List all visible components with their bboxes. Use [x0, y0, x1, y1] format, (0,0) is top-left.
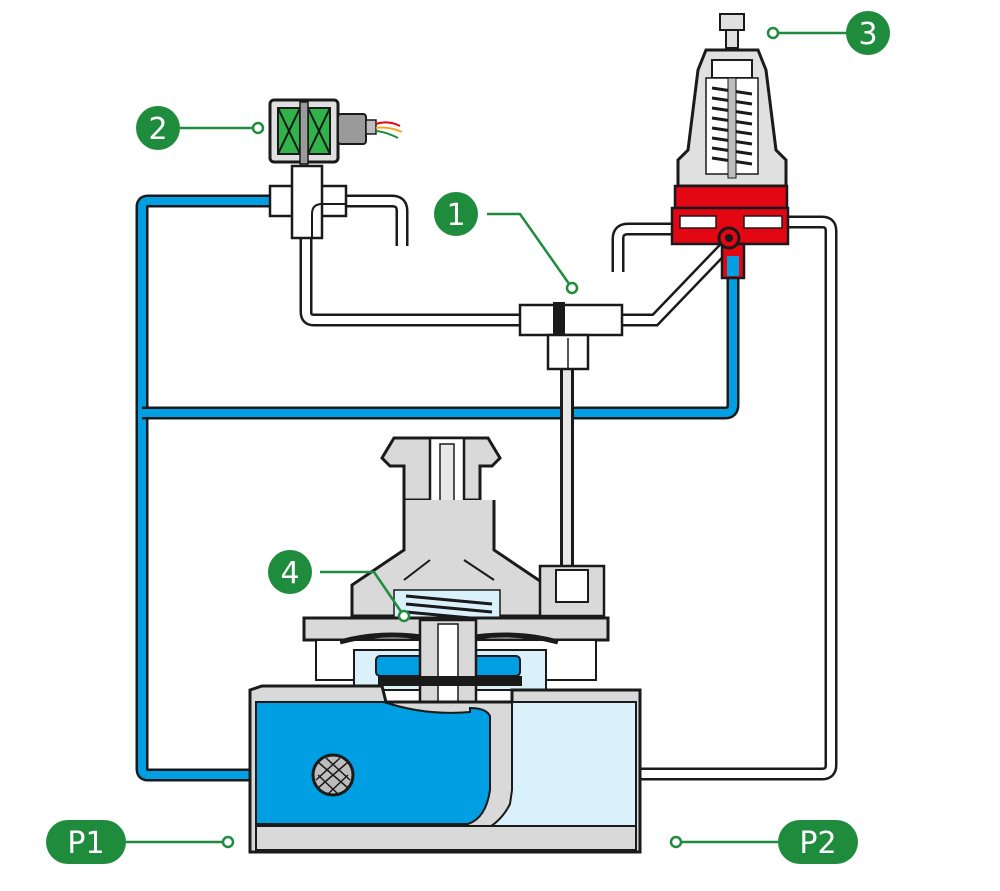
callout-4-badge: 4 — [268, 550, 312, 594]
callout-3-label: 3 — [858, 17, 877, 52]
inlet-strainer — [311, 753, 355, 797]
needle-to-cover-line — [560, 350, 574, 570]
downstream-sensing-line — [578, 215, 838, 781]
pressure-pilot — [670, 13, 790, 280]
needle-valve — [518, 302, 624, 371]
callout-4-label: 4 — [280, 556, 299, 591]
upstream-pilot-line — [135, 194, 740, 782]
port-p2-label: P2 — [799, 826, 836, 861]
diaphragm-assembly — [302, 564, 610, 722]
callout-1-badge: 1 — [434, 192, 478, 236]
solenoid-to-needle-line — [299, 194, 524, 327]
port-p1-label: P1 — [67, 826, 104, 861]
pilot-spring — [705, 77, 759, 179]
port-p1-badge: P1 — [46, 820, 126, 864]
callout-2-badge: 2 — [136, 106, 180, 150]
solenoid-valve — [268, 98, 403, 240]
valve-body — [248, 684, 642, 854]
callout-leaders — [120, 26, 848, 849]
callout-1-label: 1 — [446, 198, 465, 233]
callout-2-label: 2 — [148, 112, 167, 147]
pilot-piping — [135, 194, 838, 782]
callout-3-badge: 3 — [846, 11, 890, 55]
port-p2-badge: P2 — [778, 820, 858, 864]
main-valve — [248, 436, 642, 854]
needle-to-pilot-line — [611, 222, 732, 327]
valve-bonnet — [350, 436, 548, 618]
